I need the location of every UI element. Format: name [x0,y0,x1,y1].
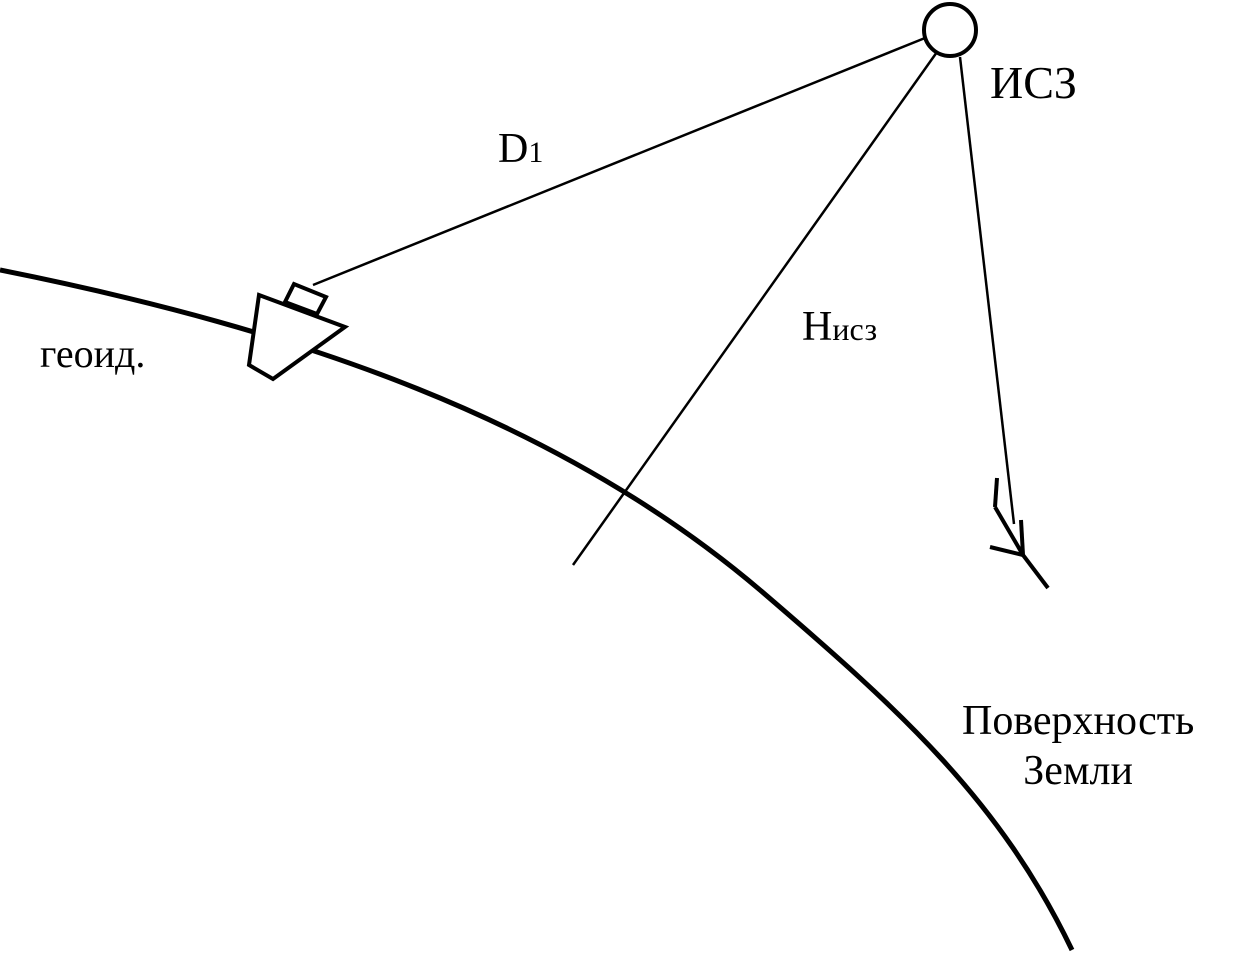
distance-label-main: D [498,126,529,172]
satellite-label: ИСЗ [990,57,1077,108]
height-line [571,51,939,566]
earth-surface-label-line1: Поверхность [962,698,1195,744]
height-label: Hисз [802,306,877,348]
geoid-label: геоид. [40,331,146,376]
ship-icon [246,281,350,382]
satellite-circle [922,2,978,58]
earth-surface-curve [0,267,1075,952]
distance-label-sub: 1 [528,136,544,169]
height-label-sub: исз [832,311,878,347]
earth-surface-label-line2: Земли [1023,748,1133,795]
arrow-icon [989,477,1050,590]
height-label-main: H [802,304,833,350]
distance-label: D1 [498,128,543,170]
earth-surface-label: Поверхность Земли [962,696,1194,797]
distance-line-d1 [312,36,926,287]
direction-line [958,56,1016,525]
